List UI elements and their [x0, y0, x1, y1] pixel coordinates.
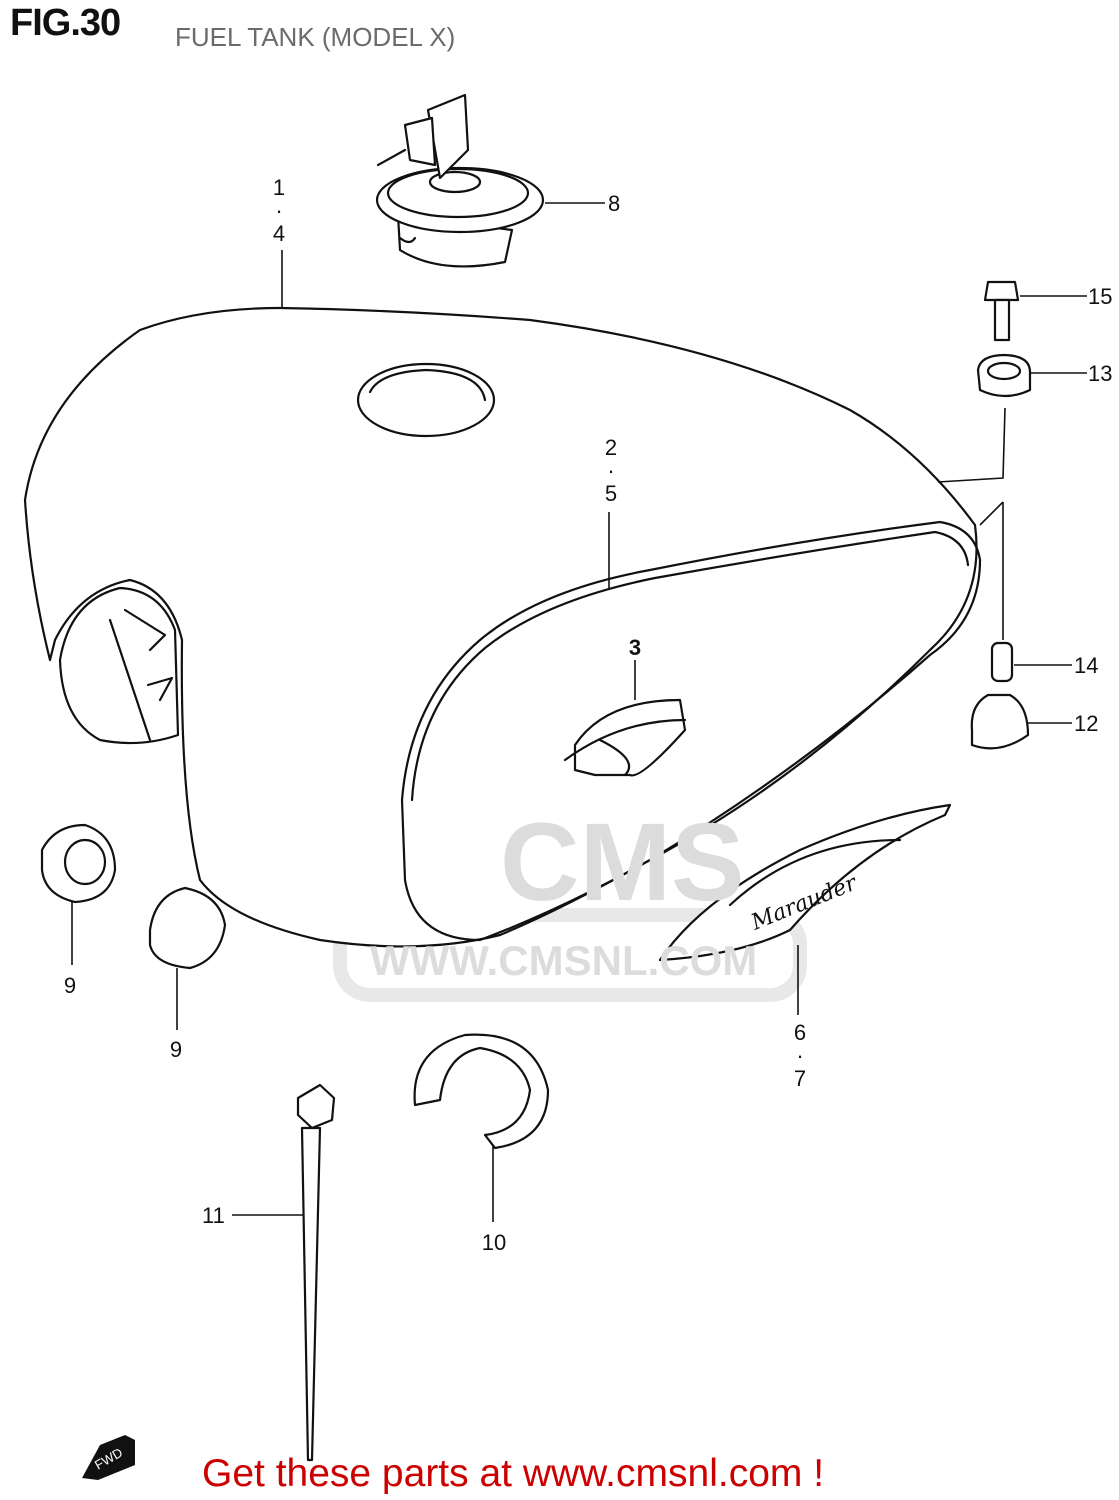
callout-11: 11: [202, 1203, 225, 1228]
watermark-logo: CMS: [500, 801, 744, 924]
fwd-arrow-icon: FWD: [82, 1435, 135, 1480]
callout-12: 12: [1074, 711, 1098, 736]
callout-2: 2: [605, 435, 617, 460]
figure-title: FUEL TANK (MODEL X): [175, 22, 456, 52]
watermark: CMS WWW.CMSNL.COM: [370, 801, 757, 984]
callout-4: 4: [273, 221, 285, 246]
callout-sep: ·: [275, 198, 282, 223]
callout-6: 6: [794, 1020, 806, 1045]
callout-sep: ·: [607, 458, 614, 483]
callout-7: 7: [794, 1066, 806, 1091]
callout-3: 3: [629, 635, 641, 660]
cushion-part[interactable]: [970, 693, 1030, 750]
cushion-9b-part[interactable]: [148, 886, 227, 970]
figure-number: FIG.30: [10, 2, 121, 44]
bolt-part[interactable]: [983, 280, 1020, 342]
grommet-part[interactable]: [976, 353, 1032, 398]
callout-15: 15: [1088, 284, 1112, 309]
hose-clip-part[interactable]: [413, 1033, 550, 1150]
callout-sep: ·: [796, 1043, 803, 1068]
callout-9b: 9: [170, 1037, 182, 1062]
callout-10: 10: [482, 1230, 506, 1255]
collar-part[interactable]: [990, 641, 1014, 683]
fuel-cap-part[interactable]: [375, 93, 545, 268]
leader-lines: [71, 202, 1087, 1222]
callouts: 1 · 4 8 15 13 2 · 5 3 14 12 6 · 7 9 9 10…: [64, 175, 1113, 1255]
callout-13: 13: [1088, 361, 1112, 386]
callout-1: 1: [273, 175, 285, 200]
watermark-url: WWW.CMSNL.COM: [370, 937, 757, 984]
cushion-9a-part[interactable]: [40, 823, 117, 904]
callout-9a: 9: [64, 973, 76, 998]
promo-link[interactable]: Get these parts at www.cmsnl.com !: [202, 1452, 825, 1495]
callout-8: 8: [608, 191, 620, 216]
callout-14: 14: [1074, 653, 1098, 678]
cable-tie-part[interactable]: [296, 1083, 336, 1462]
tank-emblem-part[interactable]: [563, 698, 687, 777]
fuel-tank-part[interactable]: [23, 306, 982, 948]
callout-5: 5: [605, 481, 617, 506]
